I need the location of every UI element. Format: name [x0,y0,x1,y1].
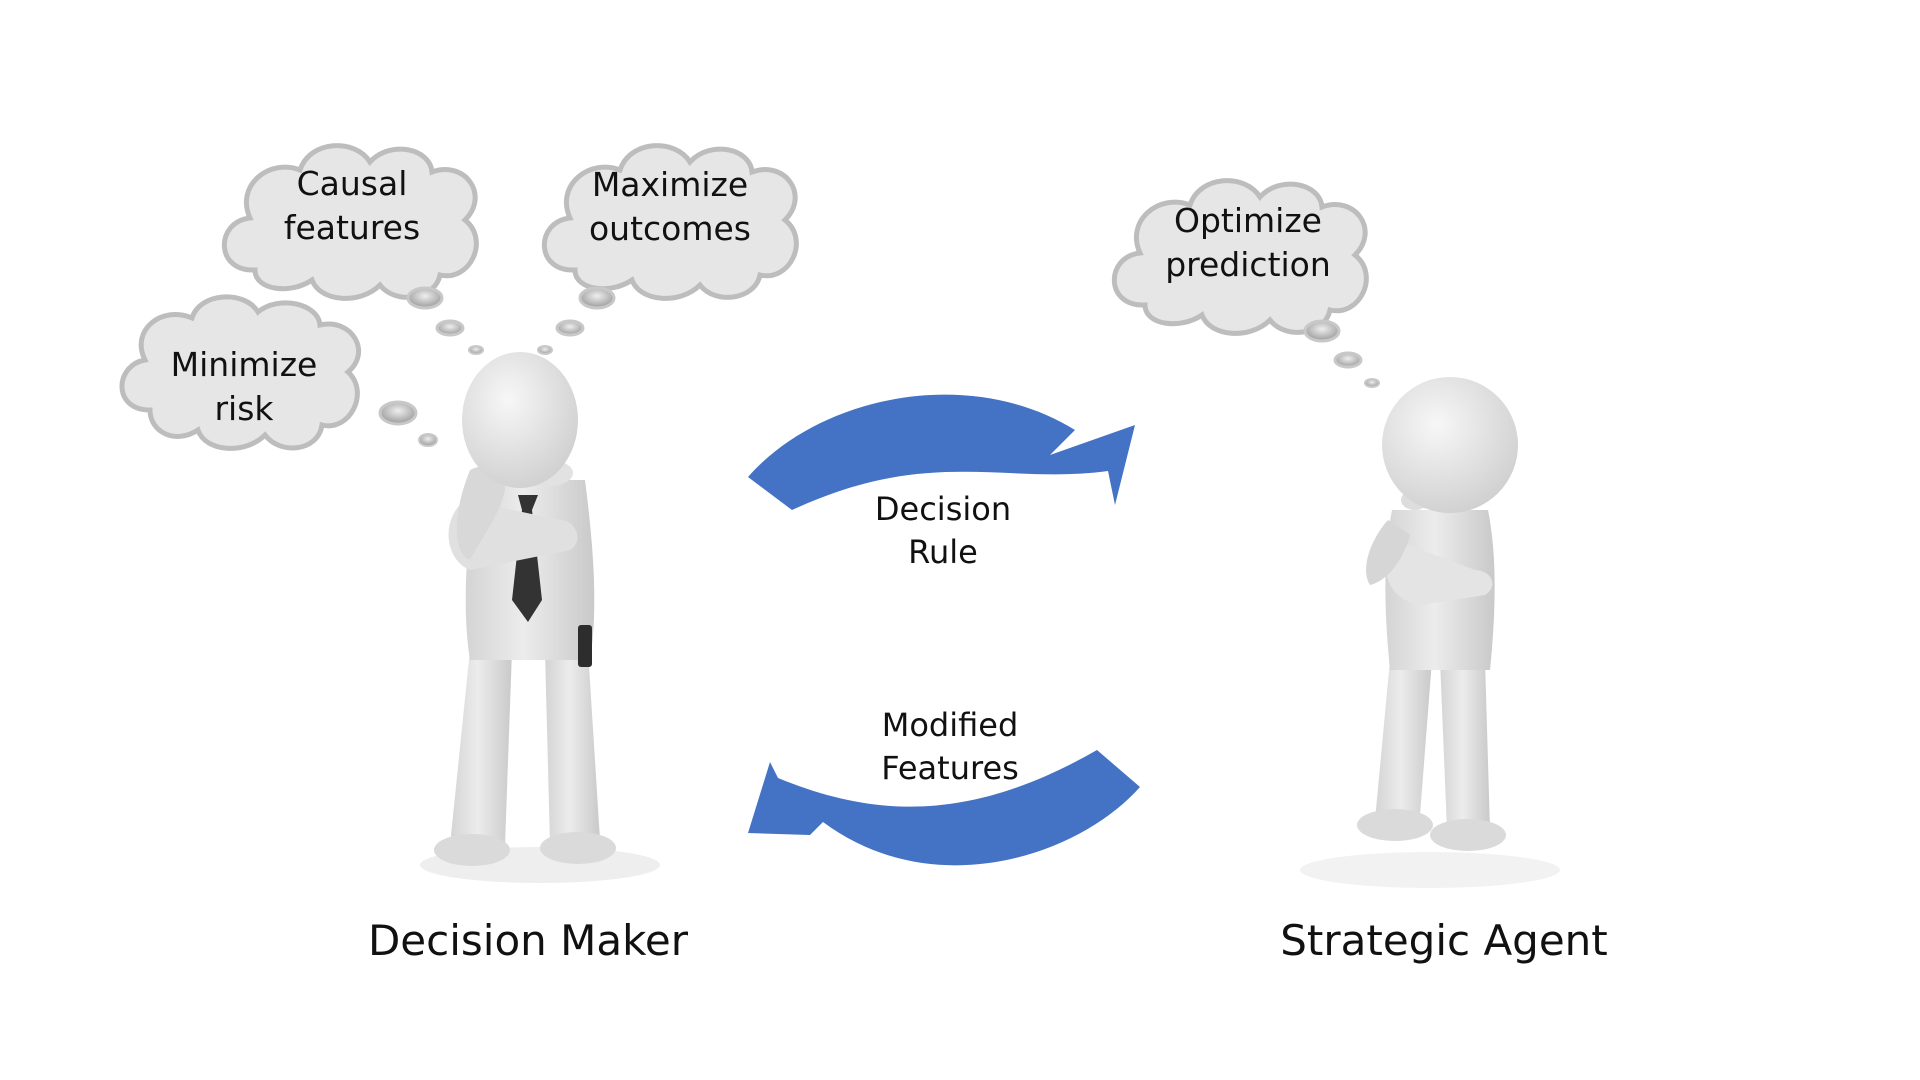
cloud-label-maximize-outcomes: Maximize outcomes [589,163,751,251]
arrow-decision-rule [748,394,1135,510]
thought-bubbles-minimize [378,400,438,447]
arrow-text-line: Rule [908,533,978,571]
cloud-label-minimize-risk: Minimize risk [171,343,318,431]
cloud-text-line: Maximize [591,165,749,204]
arrow-text-line: Features [881,749,1019,787]
arrow-label-modified-features: Modified Features [881,704,1019,790]
cloud-text-line: outcomes [588,209,752,248]
decision-maker-figure [420,352,660,883]
cloud-text-line: Optimize [1174,201,1322,240]
thought-cloud-causal-features [221,143,479,301]
cloud-text-line: Causal [296,164,408,203]
thought-bubbles-maximize [537,286,616,355]
cloud-text-line: Minimize [170,345,318,384]
strategic-agent-figure [1300,377,1560,888]
decision-maker-label: Decision Maker [367,916,689,965]
cloud-label-optimize-prediction: Optimize prediction [1165,199,1331,287]
thought-cloud-optimize-prediction [1111,178,1369,336]
thought-cloud-minimize-risk [119,294,361,451]
thought-bubbles-optimize [1303,319,1380,388]
cloud-label-causal-features: Causal features [284,162,420,250]
arrow-text-line: Modified [881,706,1019,744]
cloud-text-line: risk [214,389,274,428]
strategic-agent-label: Strategic Agent [1280,916,1608,965]
arrow-modified-features [748,750,1140,866]
cloud-text-line: prediction [1165,245,1331,284]
thought-cloud-maximize-outcomes [541,143,799,301]
arrow-label-decision-rule: Decision Rule [875,488,1011,574]
thought-bubbles-causal [406,286,484,355]
cloud-text-line: features [283,208,421,247]
arrow-text-line: Decision [874,490,1012,528]
